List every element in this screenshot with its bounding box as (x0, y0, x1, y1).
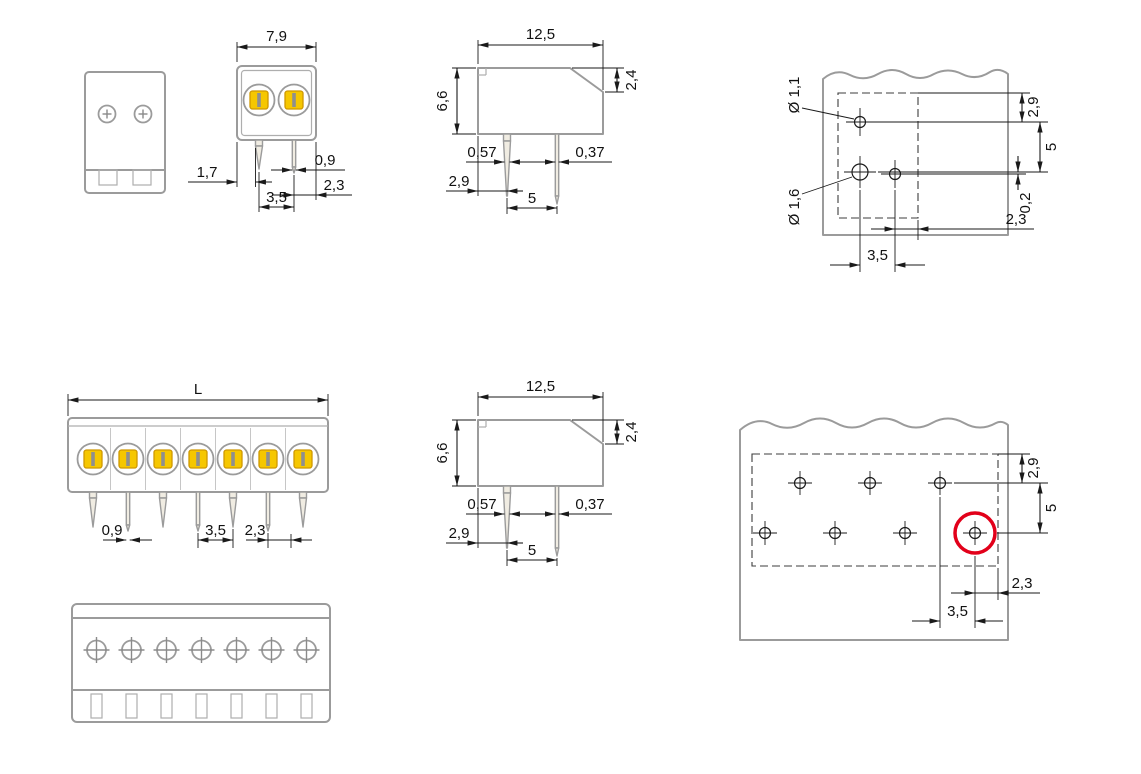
view-front-multipole: L (67, 381, 329, 548)
view-profile-lower (434, 378, 640, 566)
leader-line (801, 107, 855, 120)
dim-label-pitch: 3,5 (205, 522, 226, 539)
dim-label-depth: 12,5 (526, 26, 555, 43)
solder-pin-cone (502, 133, 512, 197)
dim-label-edge: 2,3 (1012, 575, 1033, 592)
mounting-foot (132, 169, 152, 186)
footprint-outline (751, 453, 999, 567)
dim-label-row-pitch: 5 (528, 190, 536, 207)
dim-label-row-pitch: 5 (1043, 143, 1060, 151)
dim-label-hole-large: Ø 1,6 (786, 189, 803, 226)
solder-pins (88, 491, 308, 532)
dim-label-pitch: 3,5 (266, 189, 287, 206)
connector-housing-profile (477, 67, 604, 135)
dim-label-top-offset: 2,9 (1025, 458, 1042, 479)
dim-label-top-offset: 2,9 (1025, 97, 1042, 118)
view-front-2pole (84, 71, 166, 194)
dim-label-back-pin: 0,37 (575, 144, 604, 161)
view-top-2pole: 7,9 1,7 0,9 2,3 3,5 (188, 28, 352, 212)
actuation-opening (97, 104, 117, 124)
dim-label-pin-width: 0,9 (315, 152, 336, 169)
dim-label-length: L (194, 381, 202, 398)
dim-label-edge: 2,3 (1006, 211, 1027, 228)
clamp-units (76, 442, 320, 476)
solder-pin-thin (554, 133, 560, 205)
dim-label-pitch: 3,5 (867, 247, 888, 264)
dim-label-front-offset: 2,9 (449, 173, 470, 190)
drill-holes-top-row (788, 471, 952, 495)
dim-label-row-pitch: 5 (1043, 504, 1060, 512)
mounting-foot (98, 169, 118, 186)
solder-pin-cone (254, 139, 264, 170)
drill-hole-small-right (881, 160, 909, 188)
chamber-separators (110, 428, 286, 490)
view-pcb-2pole: Ø 1,1 Ø 1,6 2,9 5 0,2 2,3 3,5 (786, 68, 1060, 272)
dim-label-pitch: 3,5 (947, 603, 968, 620)
actuation-openings (83, 637, 320, 663)
dim-label-edge: 2,3 (245, 522, 266, 539)
dim-label-row-stagger: 0,2 (1017, 193, 1034, 214)
dim-label-pin-width: 0,9 (102, 522, 123, 539)
actuation-opening (133, 104, 153, 124)
dim-label-height: 6,6 (434, 91, 451, 112)
dim-label-pin-inset: 1,7 (197, 164, 218, 181)
view-bottom-multipole (71, 603, 331, 723)
dim-label-upper-height: 2,4 (623, 70, 640, 91)
pushbutton-slot (292, 93, 296, 107)
dim-label-hole-small: Ø 1,1 (786, 77, 803, 114)
pushbutton-slot (257, 93, 261, 107)
pcb-board (822, 68, 1009, 236)
footprint-outline (837, 92, 919, 219)
solder-pin-thin (291, 139, 297, 174)
vent-slots (90, 693, 313, 719)
leader-line (801, 176, 853, 195)
drill-holes-bottom-row (753, 521, 987, 545)
housing-rim (240, 69, 313, 137)
drill-hole-large (844, 156, 876, 188)
dim-label-width: 7,9 (266, 28, 287, 45)
pcb-board (739, 417, 1009, 641)
dim-label-edge: 2,3 (324, 177, 345, 194)
view-profile: 12,5 6,6 2,4 0,57 0,37 2,9 (434, 26, 640, 214)
view-pcb-multipole: 2,9 5 2,3 3,5 (739, 417, 1060, 641)
dim-label-front-pin: 0,57 (467, 144, 496, 161)
connector-housing (84, 71, 166, 194)
highlight-circle (953, 511, 997, 555)
